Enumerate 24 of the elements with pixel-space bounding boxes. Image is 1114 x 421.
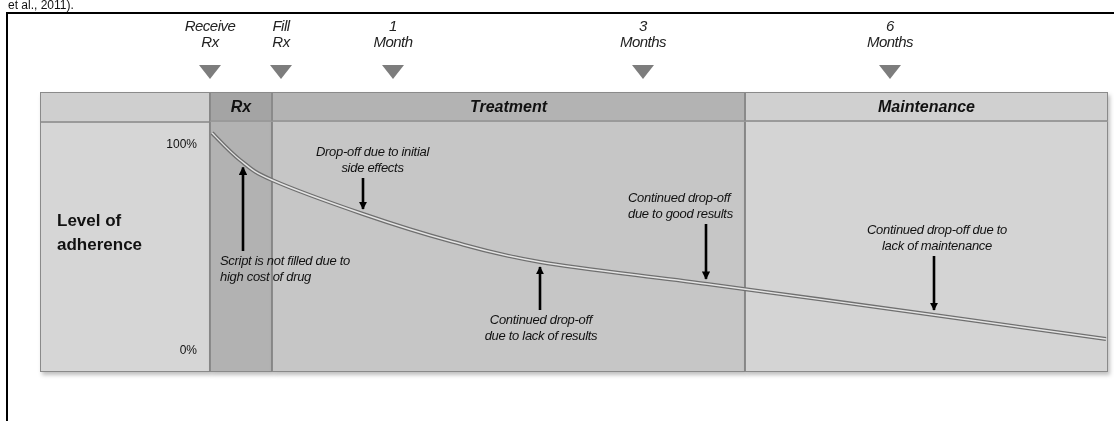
arrow (238, 166, 248, 251)
citation-text: et al., 2011). (8, 0, 74, 11)
adherence-curve (210, 131, 1107, 341)
timeline-label: 6 Months (865, 18, 915, 50)
annotation-text: Continued drop-off due to lack of results (480, 312, 602, 344)
axis-tick-label: 100% (166, 137, 197, 151)
arrow (929, 256, 939, 311)
arrow (701, 224, 711, 280)
annotation-text: Continued drop-off due to good results (628, 190, 750, 222)
annotation-text: Script is not filled due to high cost of drug (220, 253, 356, 285)
timeline-label: 1 Month (372, 18, 414, 50)
phase-header: Maintenance (745, 92, 1108, 122)
phase-header: Treatment (272, 92, 745, 122)
timeline-label: Fill Rx (271, 18, 292, 50)
arrow (358, 178, 368, 210)
phase-column (40, 92, 210, 372)
axis-title: Level of adherence (57, 210, 144, 256)
axis-tick-label: 0% (179, 343, 197, 357)
timeline-label: 3 Months (618, 18, 668, 50)
phase-header: Rx (210, 92, 272, 122)
arrow (535, 266, 545, 310)
timeline-label: Receive Rx (183, 18, 237, 50)
annotation-text: Continued drop-off due to lack of maintenance (862, 222, 1012, 254)
annotation-text: Drop-off due to initial side effects (310, 144, 435, 176)
